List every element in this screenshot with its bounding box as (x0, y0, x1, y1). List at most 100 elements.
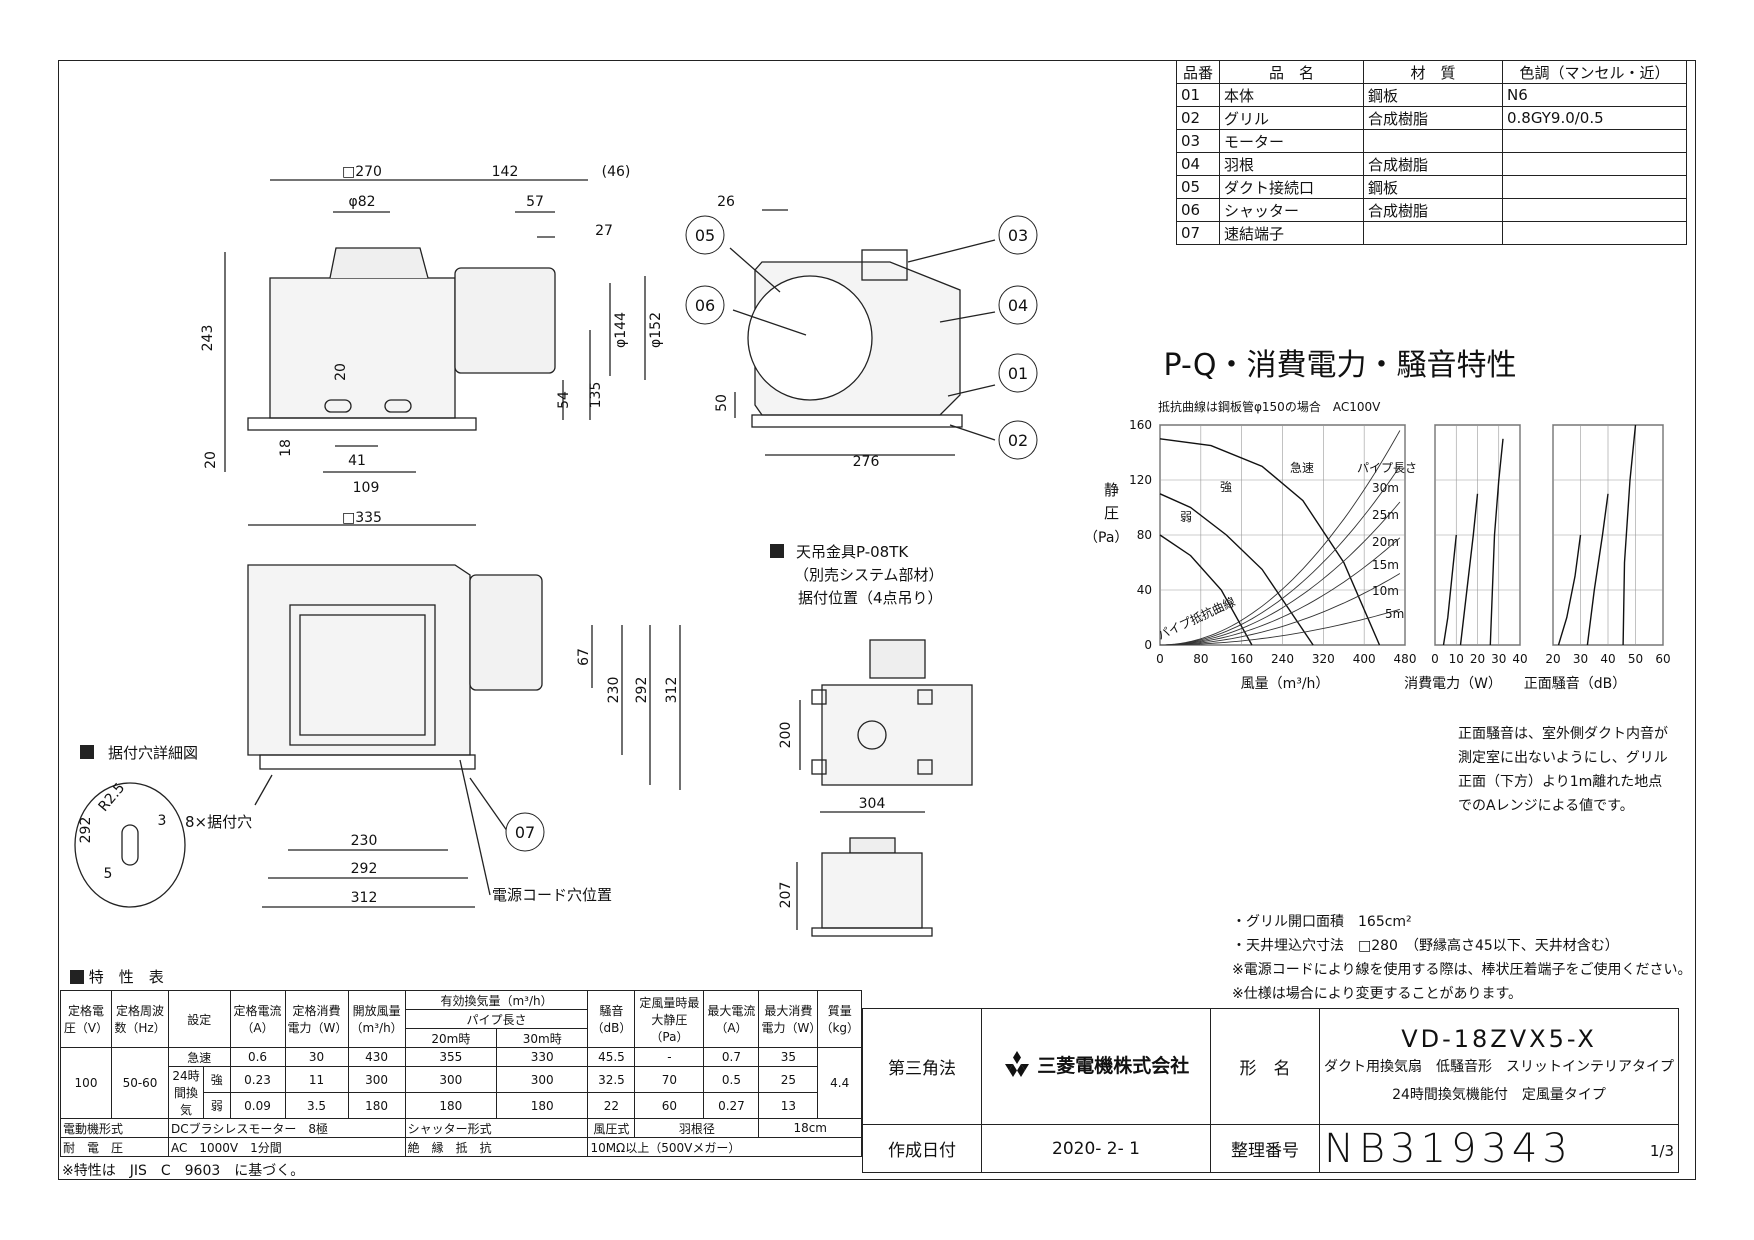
bottom-duct-outline (469, 574, 543, 691)
spec-cell: 180 (347, 1092, 406, 1119)
spec-cell: 300 (347, 1066, 406, 1093)
dim-20a-text: 20 (333, 363, 349, 381)
spec-row-motor: 電動機形式 DCブラシレスモーター 8極 シャッター形式 風圧式 羽根径 18c… (60, 1118, 862, 1138)
pq-power-series-line (1442, 534, 1457, 646)
pq-main-series-line (1159, 534, 1253, 646)
dim-109-text: 109 (353, 480, 380, 496)
spec-h-noise: 騒音（dB） (587, 990, 636, 1048)
side-motor-outline (861, 249, 908, 281)
spec-cell: 300 (496, 1066, 589, 1093)
spec-h-current: 定格電流（A） (229, 990, 286, 1048)
spec-cell: 25 (758, 1066, 819, 1093)
spec-motor-label: 電動機形式 (60, 1118, 169, 1138)
pq-main-tick-x: 240 (1271, 652, 1294, 666)
front-top-stub (329, 247, 429, 279)
callout-05-text: 05 (695, 226, 715, 245)
dim-26-text: 26 (717, 194, 735, 210)
hanger-side-body (821, 852, 923, 929)
leader-07 (469, 777, 511, 836)
hanger-bracket-bl (811, 759, 827, 775)
tb-page: 1/3 (1649, 1141, 1674, 1160)
spec-cell: 70 (634, 1066, 705, 1093)
spec-title-wrap: 特 性 表 (70, 966, 164, 987)
mount-5-text: 5 (104, 866, 113, 882)
callout-04-text: 04 (1008, 296, 1028, 315)
callout-02 (998, 420, 1038, 460)
dim-312v-text: 312 (664, 677, 680, 704)
pq-main-tick-x: 0 (1156, 652, 1164, 666)
chart-power-label: 消費電力（W） (1404, 676, 1502, 692)
dim-41-text: 41 (348, 453, 366, 469)
parts-name: モーター (1219, 129, 1364, 153)
spec-cell: 60 (634, 1092, 705, 1119)
noise-note: 正面騒音は、室外側ダクト内音が 測定室に出ないようにし、グリル 正面（下方）より… (1458, 722, 1668, 818)
tb-company: 三菱電機株式会社 (1037, 1055, 1190, 1077)
spec-h-pipe: パイプ長さ (404, 1009, 589, 1029)
pipe-20m: 20m (1372, 535, 1399, 549)
dim-57-text: 57 (526, 194, 544, 210)
front-slot-right (384, 399, 412, 413)
parts-material: 合成樹脂 (1363, 152, 1503, 176)
spec-row-insulation: 耐 電 圧 AC 1000V 1分間 絶 縁 抵 抗 10MΩ以上（500Vメガ… (60, 1137, 862, 1157)
bottom-grill-outer (289, 604, 436, 746)
pq-power-tick-x: 30 (1491, 652, 1506, 666)
spec-h-open: 開放風量（m³/h） (347, 990, 406, 1048)
tb-model-label: 形 名 (1210, 1008, 1320, 1125)
spec-cell: 180 (404, 1092, 498, 1119)
dim-27-text: 27 (595, 223, 613, 239)
parts-color (1502, 221, 1687, 245)
parts-material (1363, 129, 1503, 153)
dim-304-text: 304 (859, 796, 886, 812)
spec-sub: 弱 (203, 1092, 231, 1119)
spec-h-power: 定格消費電力（W） (284, 990, 349, 1048)
leader-06 (732, 309, 807, 336)
callout-06 (685, 285, 725, 325)
tb-projection: 第三角法 (862, 1008, 982, 1125)
dim-292v-text: 292 (634, 677, 650, 704)
hanger-bracket-tr (917, 689, 933, 705)
noise-note-line: でのAレンジによる値です。 (1458, 798, 1634, 814)
mitsubishi-logo-icon (1003, 1051, 1031, 1082)
leader-power-cord (459, 759, 491, 896)
spec-cell: 30 (284, 1047, 349, 1067)
parts-name: シャッター (1219, 198, 1364, 222)
dim-82-text: φ82 (348, 194, 375, 210)
dim-152-text: φ152 (648, 312, 664, 348)
label-jaku: 弱 (1180, 510, 1192, 524)
dim-312b-text: 312 (351, 890, 378, 906)
spec-cell: 300 (404, 1066, 498, 1093)
tb-desc1: ダクト用換気扇 低騒音形 スリットインテリアタイプ (1324, 1058, 1674, 1075)
front-flange (247, 417, 477, 431)
spec-insulation: 10MΩ以上（500Vメガー） (587, 1137, 862, 1157)
label-resistance: パイプ抵抗曲線 (1155, 594, 1237, 643)
parts-color (1502, 175, 1687, 199)
bottom-body-outline (247, 564, 471, 756)
pipe-5m: 5m (1385, 607, 1404, 621)
dim-335-text: □335 (342, 510, 382, 526)
chart-xlabel: 風量（m³/h） (1241, 676, 1330, 692)
pq-noise-series-line (1586, 493, 1609, 646)
leader-02 (949, 424, 996, 441)
mount-detail-ellipse (74, 782, 186, 908)
dim-270-text: □270 (342, 164, 382, 180)
spec-h-setting: 設定 (168, 990, 231, 1048)
bottom-note-line: ※仕様は場合により変更することがあります。 (1232, 986, 1523, 1002)
pq-noise-tick-x: 50 (1628, 652, 1643, 666)
tb-date-label: 作成日付 (862, 1124, 982, 1173)
pipe-10m: 10m (1372, 584, 1399, 598)
pq-pipe-curve (1159, 430, 1401, 646)
pq-main-series-line (1159, 493, 1314, 646)
spec-h-freq: 定格周波数（Hz） (111, 990, 169, 1048)
pq-noise-tick-x: 40 (1600, 652, 1615, 666)
spec-mode: 急速 (168, 1047, 231, 1067)
parts-name: 速結端子 (1219, 221, 1364, 245)
dim-243-text: 243 (200, 325, 216, 352)
spec-mode-24: 24時間換気 (168, 1066, 204, 1119)
callout-03 (998, 215, 1038, 255)
pq-main-tick-y: 160 (1129, 418, 1152, 432)
